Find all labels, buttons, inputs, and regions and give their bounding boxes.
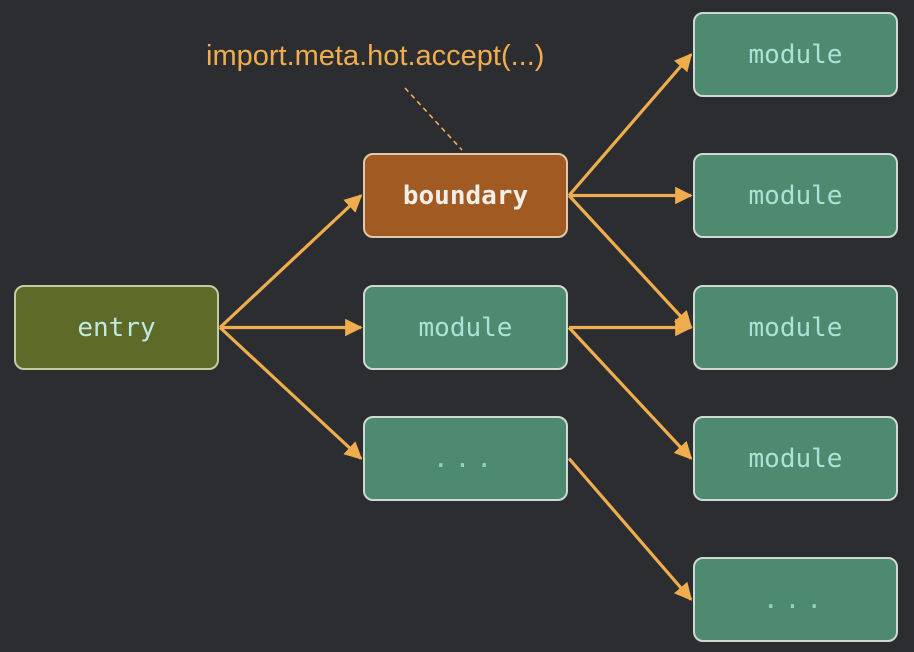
edge-entry-to-mid-ellipsis [218, 326, 363, 460]
edge-boundary-to-right-module-1 [567, 53, 693, 197]
mid-ellipsis-node: ... [363, 416, 568, 501]
right-module-node-1: module [693, 12, 898, 97]
edge-boundary-to-right-module-3 [567, 194, 693, 329]
boundary-node: boundary [363, 153, 568, 238]
edge-mid-module-to-right-module-4 [567, 326, 693, 460]
annotation-connector [404, 87, 463, 151]
hot-accept-annotation: import.meta.hot.accept(...) [206, 40, 545, 72]
edge-entry-to-boundary [218, 194, 363, 329]
right-module-node-4: module [693, 416, 898, 501]
edge-mid-ellipsis-to-right-ellipsis [567, 457, 693, 601]
right-module-node-2: module [693, 153, 898, 238]
mid-module-node: module [363, 285, 568, 370]
right-ellipsis-node: ... [693, 557, 898, 642]
right-module-node-3: module [693, 285, 898, 370]
entry-node: entry [14, 285, 219, 370]
